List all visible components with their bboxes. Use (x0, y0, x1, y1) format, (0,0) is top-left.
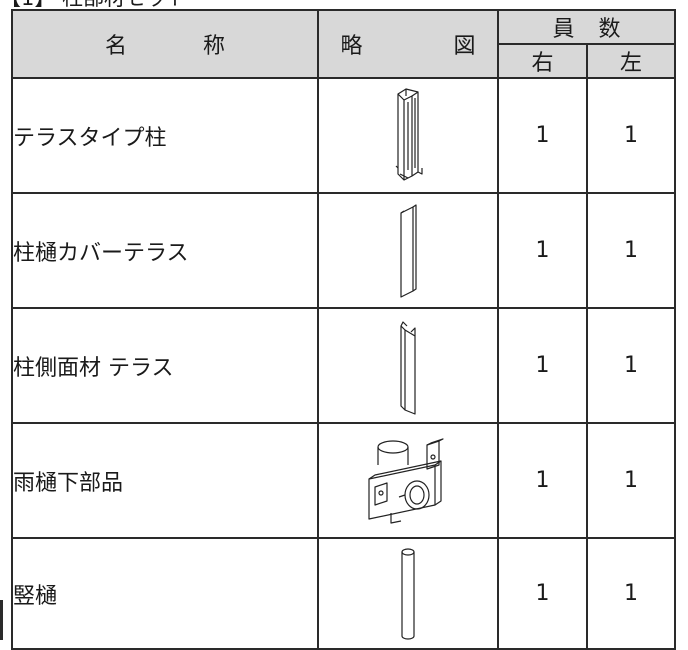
header-name-char2: 称 (202, 34, 225, 59)
part-figure (317, 192, 499, 309)
table-row: テラスタイプ柱 1 1 (11, 77, 676, 194)
qty-right: 1 (497, 77, 588, 194)
qty-left: 1 (586, 422, 676, 539)
qty-left: 1 (586, 77, 676, 194)
downspout-fitting-icon (368, 437, 444, 524)
part-name: 雨樋下部品 (11, 422, 319, 539)
edge-marker (0, 600, 3, 640)
side-panel-icon (400, 320, 416, 415)
header-count: 員 数 (497, 9, 676, 45)
section-heading: 【1】 柱部材セット (0, 0, 260, 8)
header-figure: 略 図 (317, 9, 499, 79)
part-name: 竪樋 (11, 537, 319, 650)
parts-table: 名 称 略 図 員 数 右 左 テラスタイプ柱 (11, 9, 676, 650)
qty-left: 1 (586, 192, 676, 309)
part-figure (317, 422, 499, 539)
qty-right: 1 (497, 192, 588, 309)
header-figure-char2: 図 (453, 34, 476, 59)
part-figure (317, 77, 499, 194)
table-row: 竪樋 1 1 (11, 537, 676, 650)
header-count-char2: 数 (598, 17, 621, 42)
part-figure (317, 307, 499, 424)
part-figure (317, 537, 499, 650)
qty-right: 1 (497, 307, 588, 424)
part-name: 柱側面材 テラス (11, 307, 319, 424)
part-name: 柱樋カバーテラス (11, 192, 319, 309)
table-row: 雨樋下部品 (11, 422, 676, 539)
downpipe-icon (401, 547, 415, 640)
table-row: 柱樋カバーテラス 1 1 (11, 192, 676, 309)
header-count-char1: 員 (552, 17, 575, 42)
header-name: 名 称 (11, 9, 319, 79)
header-name-char1: 名 (105, 34, 128, 59)
qty-left: 1 (586, 537, 676, 650)
qty-right: 1 (497, 422, 588, 539)
qty-left: 1 (586, 307, 676, 424)
header-left: 左 (586, 43, 676, 79)
header-figure-char1: 略 (340, 34, 363, 59)
gutter-cover-icon (400, 203, 417, 298)
qty-right: 1 (497, 537, 588, 650)
terrace-post-icon (395, 87, 423, 181)
part-name: テラスタイプ柱 (11, 77, 319, 194)
table-row: 柱側面材 テラス 1 1 (11, 307, 676, 424)
header-right: 右 (497, 43, 588, 79)
